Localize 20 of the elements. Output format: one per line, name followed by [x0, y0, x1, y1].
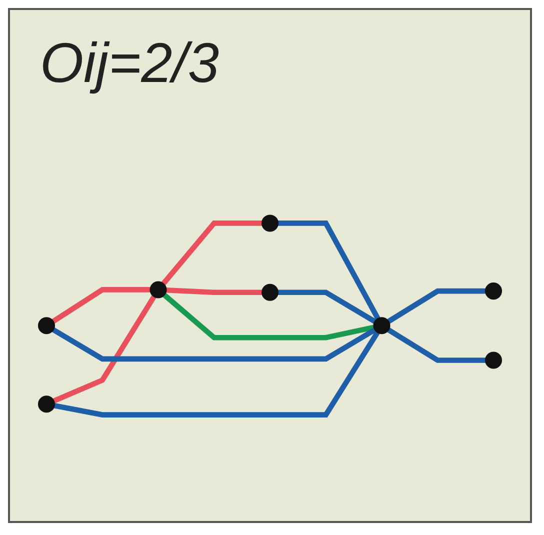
connector	[52, 327, 376, 362]
dot	[484, 352, 502, 369]
connector	[52, 295, 156, 404]
dot	[38, 396, 56, 413]
dot	[150, 281, 167, 298]
dot	[38, 317, 56, 334]
connector	[278, 220, 380, 320]
dot	[373, 317, 390, 334]
connector	[166, 287, 262, 296]
dot	[261, 214, 279, 232]
connector	[387, 328, 486, 363]
connector	[54, 331, 380, 418]
dot	[484, 282, 502, 300]
connector	[387, 288, 486, 324]
connector	[161, 220, 262, 286]
dot	[261, 284, 279, 301]
title: Oij=2/3	[40, 30, 219, 95]
connector	[278, 290, 376, 324]
connector	[162, 292, 374, 340]
connector	[52, 287, 150, 324]
